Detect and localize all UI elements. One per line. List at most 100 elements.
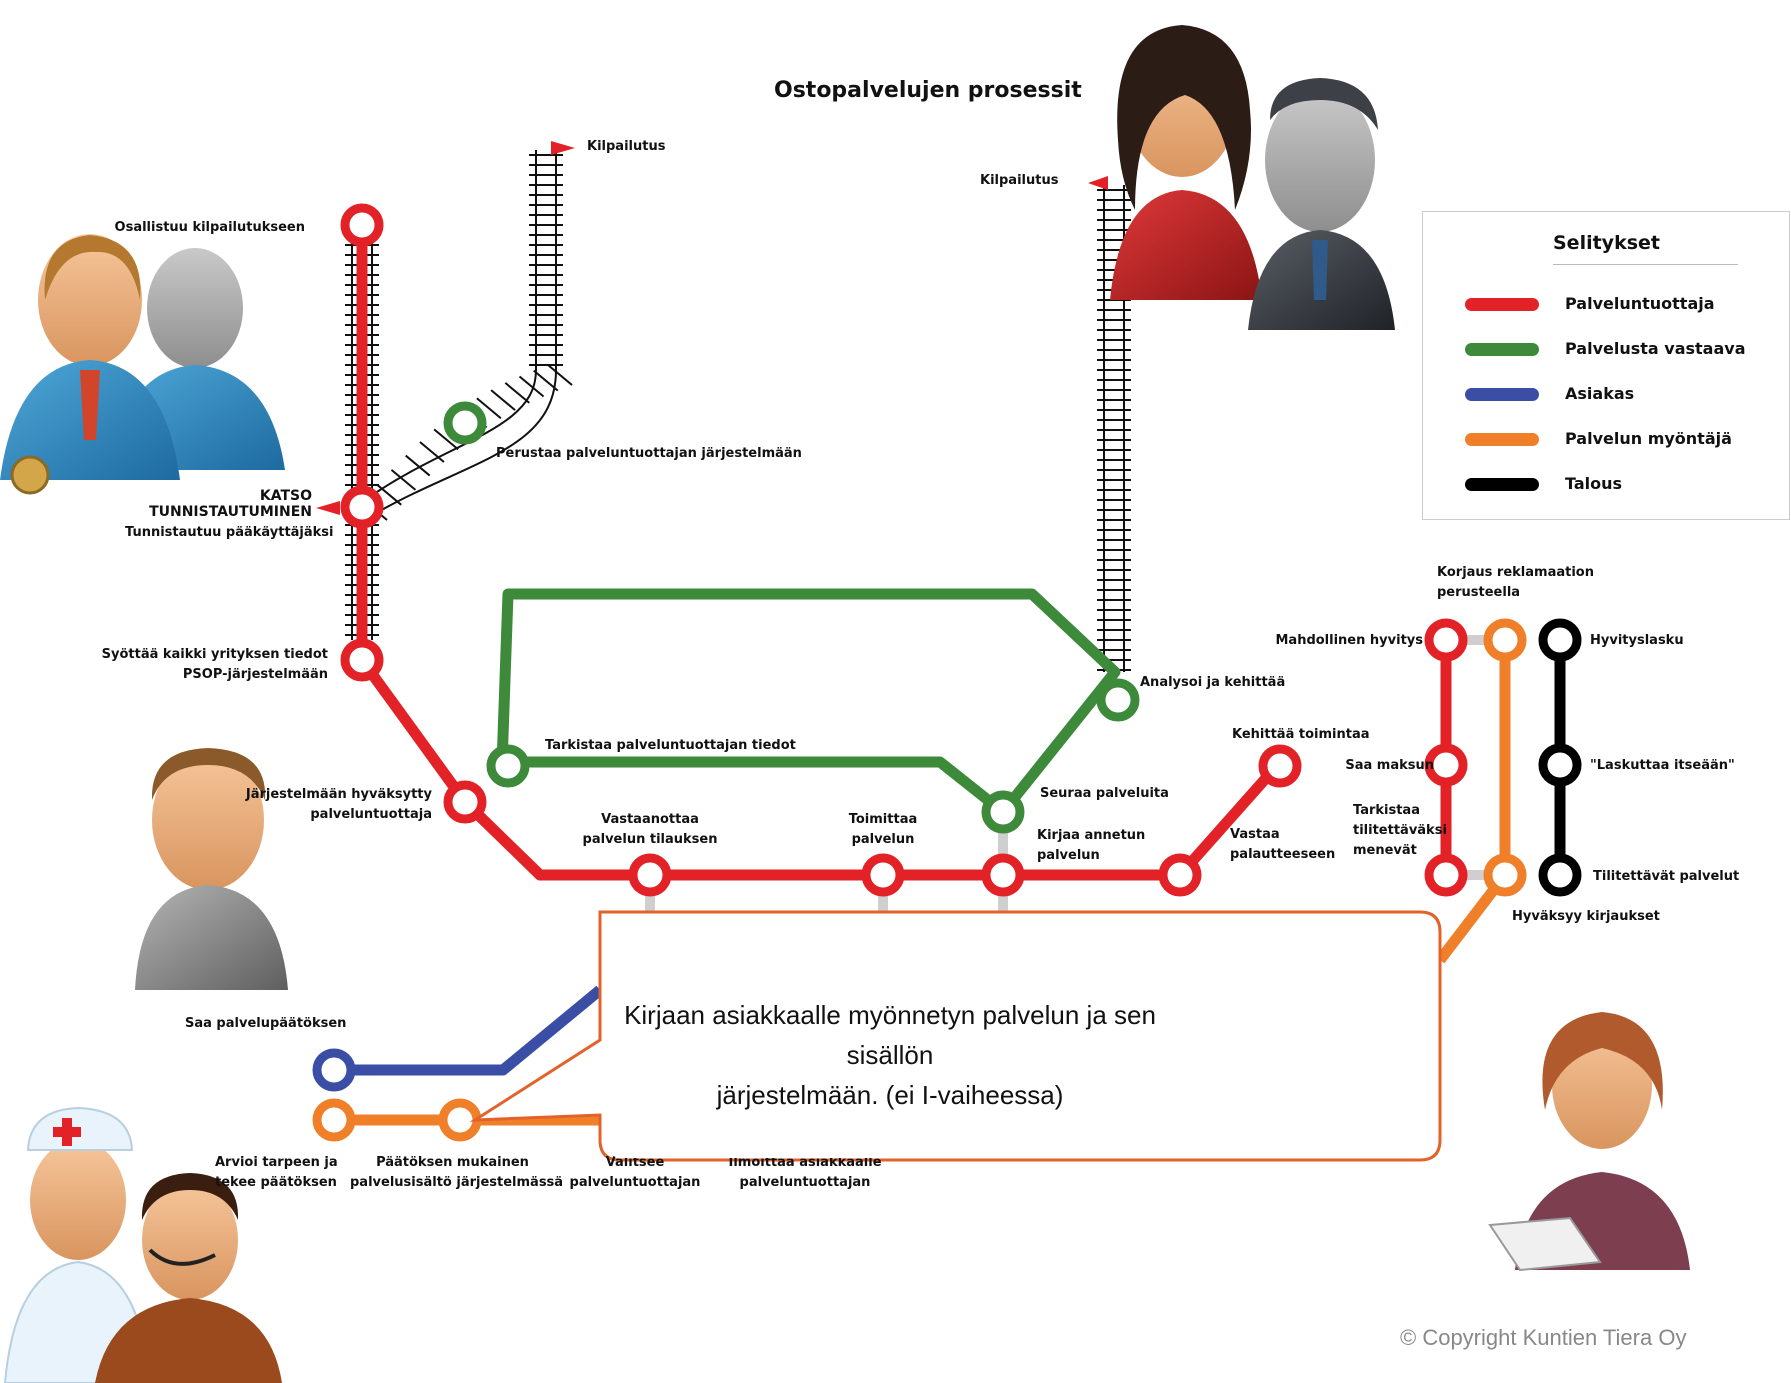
legend-swatch bbox=[1465, 388, 1539, 401]
railway-tie bbox=[476, 397, 502, 419]
label-saa-maksun: Saa maksun bbox=[1345, 758, 1434, 773]
nurse-and-operator-icon bbox=[3, 1106, 282, 1383]
station bbox=[443, 780, 487, 824]
label-tunnistautuu: Tunnistautuu pääkäyttäjäksi bbox=[125, 525, 334, 540]
legend-swatch bbox=[1465, 298, 1539, 311]
copyright-notice: © Copyright Kuntien Tiera Oy bbox=[1400, 1325, 1687, 1350]
station bbox=[486, 744, 530, 788]
callout-line: järjestelmään. (ei I-vaiheessa) bbox=[716, 1080, 1064, 1110]
label-arvioi: Arvioi tarpeen ja bbox=[215, 1155, 338, 1170]
station bbox=[1424, 743, 1468, 787]
railway-tie bbox=[504, 382, 530, 404]
label-arvioi: tekee päätöksen bbox=[215, 1175, 337, 1190]
label-paatoksen: Päätöksen mukainen bbox=[376, 1155, 529, 1170]
station bbox=[340, 485, 384, 529]
line-blue bbox=[334, 985, 604, 1076]
label-kirjaa: palvelun bbox=[1037, 848, 1100, 863]
stations bbox=[312, 203, 1582, 1142]
legend-swatch bbox=[1465, 433, 1539, 446]
station bbox=[312, 1098, 356, 1142]
station bbox=[340, 203, 384, 247]
label-tarkistaa-t: menevät bbox=[1353, 843, 1417, 858]
doctor-pair-icon bbox=[0, 234, 285, 495]
railway-tie bbox=[518, 375, 545, 398]
railway-tie bbox=[490, 389, 516, 411]
legend-label: Palvelun myöntäjä bbox=[1565, 429, 1732, 448]
line-red bbox=[356, 225, 1280, 881]
label-hyvaksyy: Hyväksyy kirjaukset bbox=[1512, 909, 1660, 924]
label-katso: KATSO bbox=[259, 488, 312, 504]
station bbox=[1096, 678, 1140, 722]
label-hyvityslasku: Hyvityslasku bbox=[1590, 633, 1684, 648]
man-icon bbox=[135, 748, 288, 990]
railway-tie bbox=[547, 364, 573, 386]
station bbox=[312, 1048, 356, 1092]
label-vastaa: palautteeseen bbox=[1230, 847, 1336, 862]
station bbox=[1538, 853, 1582, 897]
station bbox=[340, 638, 384, 682]
callout-text: Kirjaan asiakkaalle myönnetyn palvelun j… bbox=[620, 995, 1160, 1115]
label-toimittaa: Toimittaa bbox=[848, 812, 918, 827]
railway-tie bbox=[533, 369, 559, 392]
legend-label: Palveluntuottaja bbox=[1565, 294, 1715, 313]
label-ilmoittaa: Ilmoittaa asiakkaalle bbox=[728, 1155, 882, 1170]
legend-label: Asiakas bbox=[1565, 384, 1635, 403]
label-ilmoittaa: palveluntuottajan bbox=[739, 1175, 871, 1190]
line-green bbox=[496, 588, 1121, 818]
station bbox=[628, 853, 672, 897]
station bbox=[1483, 853, 1527, 897]
label-tarkistaa-tiedot: Tarkistaa palveluntuottajan tiedot bbox=[545, 738, 796, 753]
page-title: Ostopalvelujen prosessit bbox=[774, 78, 1082, 103]
label-kilpailutus: Kilpailutus bbox=[587, 139, 666, 154]
station bbox=[443, 401, 487, 445]
label-mahdollinen: Mahdollinen hyvitys bbox=[1275, 633, 1423, 648]
station bbox=[981, 853, 1025, 897]
label-valitsee: palveluntuottajan bbox=[569, 1175, 701, 1190]
station bbox=[438, 1098, 482, 1142]
legend-label: Talous bbox=[1565, 474, 1623, 493]
business-couple-icon bbox=[1110, 25, 1395, 330]
railway-tie bbox=[405, 454, 431, 477]
label-hyvaksytty: Järjestelmään hyväksytty bbox=[245, 787, 432, 802]
woman-reading-icon bbox=[1488, 1012, 1690, 1272]
legend-title: Selitykset bbox=[1553, 232, 1660, 254]
legend-label: Palvelusta vastaava bbox=[1565, 339, 1746, 358]
label-seuraa: Seuraa palveluita bbox=[1040, 786, 1169, 801]
label-kirjaa: Kirjaa annetun bbox=[1037, 828, 1146, 843]
callout-line: Kirjaan asiakkaalle myönnetyn palvelun j… bbox=[624, 1000, 1156, 1070]
label-perustaa: Perustaa palveluntuottajan järjestelmään bbox=[496, 446, 802, 461]
label-tarkistaa-t: tilitettäväksi bbox=[1353, 823, 1447, 838]
label-korjaus: Korjaus reklamaation bbox=[1437, 565, 1594, 580]
railway-tie bbox=[376, 484, 402, 506]
station bbox=[981, 790, 1025, 834]
station bbox=[1258, 744, 1302, 788]
station bbox=[1538, 618, 1582, 662]
label-tarkistaa-t: Tarkistaa bbox=[1353, 803, 1420, 818]
label-syottaa: PSOP-järjestelmään bbox=[182, 667, 328, 682]
legend: Selitykset Palveluntuottaja Palvelusta v… bbox=[1422, 211, 1790, 520]
label-saa-paatos: Saa palvelupäätöksen bbox=[185, 1016, 347, 1031]
flag-icon bbox=[316, 141, 1108, 515]
label-tilitettavat: Tilitettävät palvelut bbox=[1593, 869, 1740, 884]
railway-tie bbox=[419, 441, 445, 463]
station bbox=[1424, 618, 1468, 662]
label-korjaus: perusteella bbox=[1437, 585, 1521, 600]
label-vastaanottaa: palvelun tilauksen bbox=[582, 832, 718, 847]
label-hyvaksytty: palveluntuottaja bbox=[310, 807, 432, 822]
label-valitsee: Valitsee bbox=[605, 1155, 665, 1170]
station bbox=[1158, 853, 1202, 897]
legend-swatch bbox=[1465, 478, 1539, 491]
station bbox=[1424, 853, 1468, 897]
label-vastaanottaa: Vastaanottaa bbox=[601, 812, 699, 827]
label-vastaa: Vastaa bbox=[1230, 827, 1280, 842]
station bbox=[1538, 743, 1582, 787]
label-osallistuu: Osallistuu kilpailutukseen bbox=[114, 220, 305, 235]
label-toimittaa: palvelun bbox=[851, 832, 915, 847]
label-paatoksen: palvelusisältö järjestelmässä bbox=[350, 1175, 564, 1190]
label-kilpailutus: Kilpailutus bbox=[980, 173, 1059, 188]
station bbox=[861, 853, 905, 897]
railway-tie bbox=[433, 428, 459, 451]
label-laskuttaa: "Laskuttaa itseään" bbox=[1590, 758, 1735, 773]
legend-divider bbox=[1553, 264, 1738, 265]
legend-swatch bbox=[1465, 343, 1539, 356]
